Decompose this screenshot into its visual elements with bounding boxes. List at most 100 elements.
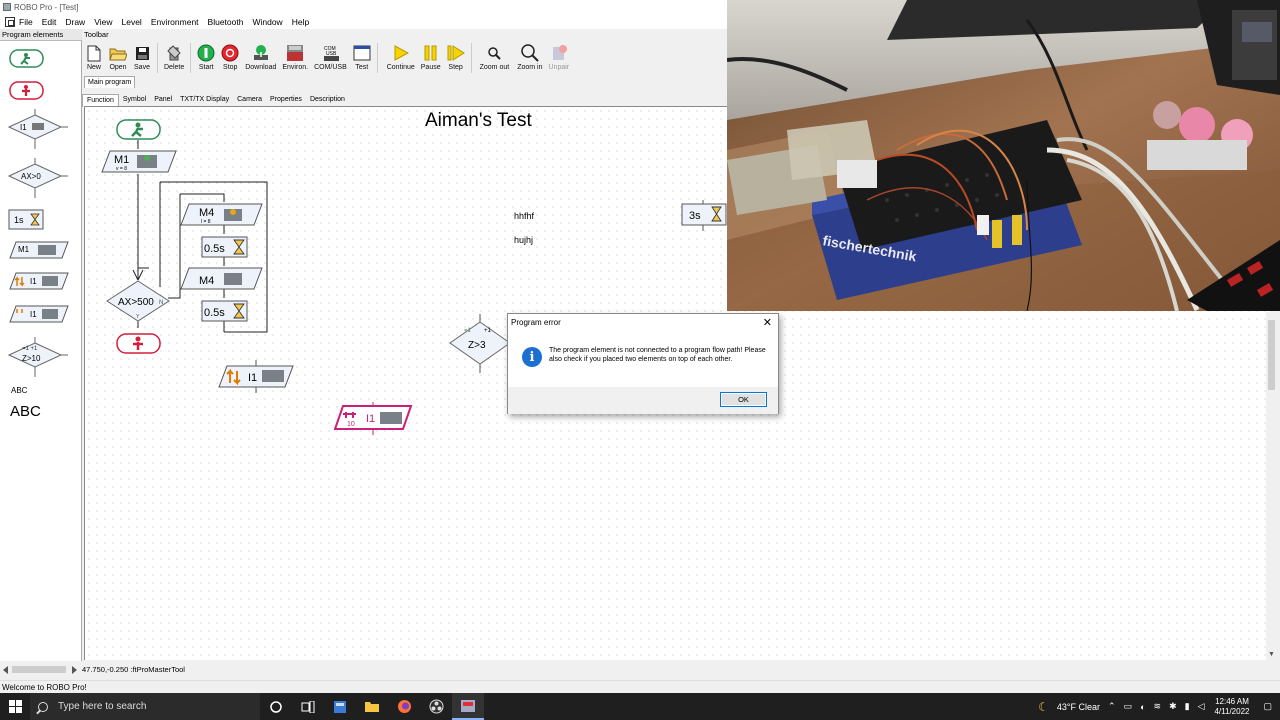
motor-output-icon[interactable]: M1 — [8, 239, 70, 261]
bluetooth-icon[interactable]: ✱ — [1169, 701, 1177, 711]
canvas-wait-for-input[interactable]: I1 — [218, 360, 296, 394]
tray-app-icon-2[interactable]: ◐ — [1140, 701, 1146, 712]
tab-symbol[interactable]: Symbol — [122, 96, 147, 103]
calculator-app-icon[interactable] — [324, 693, 356, 720]
obs-studio-icon[interactable] — [420, 693, 452, 720]
menu-edit[interactable]: Edit — [41, 16, 57, 27]
canvas-pulse-counter[interactable]: 10 I1 — [334, 402, 414, 436]
horizontal-scroll-thumb[interactable] — [12, 666, 66, 673]
menu-environment[interactable]: Environment — [150, 16, 199, 27]
pause-button[interactable]: Pause — [421, 41, 441, 71]
tab-main-program[interactable]: Main program — [84, 76, 136, 88]
firefox-icon[interactable] — [388, 693, 420, 720]
toolbar-separator — [157, 43, 158, 73]
tab-properties[interactable]: Properties — [270, 96, 302, 103]
menu-file[interactable]: File — [19, 16, 33, 27]
test-window-icon — [353, 45, 371, 61]
palette-text-small[interactable]: ABC — [11, 386, 28, 395]
download-button[interactable]: Download — [245, 41, 276, 71]
pulse-counter-icon[interactable]: I1 — [8, 303, 70, 325]
stop-element-icon[interactable] — [9, 80, 45, 102]
tab-camera[interactable]: Camera — [237, 96, 263, 103]
menu-view[interactable]: View — [94, 16, 113, 27]
canvas-wait-3s[interactable]: 3s — [681, 200, 727, 232]
unpair-button[interactable]: Unpair — [549, 41, 569, 71]
start-button[interactable] — [0, 693, 30, 720]
cortana-circle-icon[interactable] — [260, 693, 292, 720]
vertical-scrollbar[interactable]: ▼ — [1266, 312, 1278, 660]
horizontal-scrollbar[interactable] — [0, 663, 82, 677]
step-button[interactable]: Step — [447, 41, 465, 71]
tab-function[interactable]: Function — [82, 93, 119, 107]
tab-panel[interactable]: Panel — [154, 96, 173, 103]
start-button[interactable]: Start — [197, 41, 215, 71]
canvas-text-1[interactable]: hhfhf — [514, 211, 535, 221]
start-green-icon — [197, 44, 215, 62]
palette-header: Program elements — [0, 29, 82, 41]
menu-level[interactable]: Level — [121, 16, 142, 27]
canvas-text-2[interactable]: hujhj — [514, 235, 534, 245]
scroll-right-arrow-icon[interactable] — [72, 666, 78, 674]
menu-draw[interactable]: Draw — [65, 16, 86, 27]
open-button[interactable]: Open — [109, 41, 127, 71]
dialog-close-icon[interactable]: ✕ — [762, 317, 772, 329]
canvas-motor-m1[interactable]: M1 v = 8 — [101, 149, 177, 175]
scroll-down-arrow-icon[interactable]: ▼ — [1268, 651, 1275, 658]
file-explorer-icon[interactable] — [356, 693, 388, 720]
taskbar-clock[interactable]: 12:46 AM 4/11/2022 — [1214, 697, 1249, 717]
canvas-branch-ax500[interactable]: AX>500 N Y — [106, 280, 176, 324]
step-label: Step — [448, 64, 463, 71]
environment-button[interactable]: Environ. — [282, 41, 308, 71]
notifications-icon[interactable]: ▢ — [1263, 701, 1272, 711]
palette-text-large[interactable]: ABC — [10, 403, 41, 420]
save-button[interactable]: Save — [133, 41, 151, 71]
com-usb-label: COM/USB — [314, 64, 347, 71]
weather-moon-icon[interactable]: ☾ — [1038, 699, 1049, 714]
test-button[interactable]: Test — [353, 41, 371, 71]
tab-display[interactable]: TXT/TX Display — [180, 96, 230, 103]
canvas-motor-m4-b[interactable]: M4 — [180, 266, 264, 292]
menu-bluetooth[interactable]: Bluetooth — [207, 16, 244, 27]
canvas-counter-loop[interactable]: =1 +1 Z>3 — [447, 314, 513, 374]
canvas-title[interactable]: Aiman's Test — [425, 110, 532, 131]
battery-icon[interactable]: ▮ — [1184, 701, 1190, 711]
canvas-wait-2[interactable]: 0.5s — [201, 299, 249, 323]
tab-description[interactable]: Description — [309, 96, 345, 103]
start-element-icon[interactable] — [9, 48, 45, 70]
counter-loop-icon[interactable]: Z>10 =1 +1 — [8, 337, 68, 377]
canvas-wait-1[interactable]: 0.5s — [201, 235, 249, 259]
menu-help[interactable]: Help — [291, 16, 310, 27]
scroll-left-arrow-icon[interactable] — [3, 666, 9, 674]
counter-num-label: 10 — [347, 421, 355, 428]
zoom-out-button[interactable]: Zoom out — [480, 41, 509, 71]
system-tray: ☾ 43°F Clear ⌃ ▭ ◐ ≋ ✱ ▮ ◁ 12:46 AM 4/11… — [1034, 693, 1280, 720]
input-branch-icon[interactable]: I1 — [8, 109, 68, 149]
tray-chevron-icon[interactable]: ⌃ — [1108, 701, 1116, 711]
menu-window[interactable]: Window — [252, 16, 283, 27]
taskbar-search-box[interactable]: Type here to search — [30, 693, 260, 720]
delete-button[interactable]: Delete — [164, 41, 184, 71]
wait-for-input-icon[interactable]: I1 — [8, 270, 70, 292]
canvas-stop-element[interactable] — [116, 332, 162, 356]
dialog-message: The program element is not connected to … — [549, 347, 766, 363]
robo-pro-taskbar-icon[interactable] — [452, 693, 484, 720]
volume-icon[interactable]: ◁ — [1197, 701, 1205, 711]
status-text: Welcome to ROBO Pro! — [2, 683, 87, 692]
canvas-motor-m4-a[interactable]: M4 l = 8 — [180, 202, 264, 228]
new-button[interactable]: New — [85, 41, 103, 71]
wifi-icon[interactable]: ≋ — [1153, 701, 1162, 711]
stop-button[interactable]: Stop — [221, 41, 239, 71]
continue-button[interactable]: Continue — [387, 41, 415, 71]
canvas-start-element[interactable] — [116, 118, 162, 142]
system-menu-icon[interactable] — [5, 16, 15, 27]
weather-text[interactable]: 43°F Clear — [1056, 701, 1101, 712]
vertical-scroll-thumb[interactable] — [1268, 320, 1275, 390]
zoom-in-button[interactable]: Zoom in — [517, 41, 543, 71]
analog-branch-icon[interactable]: AX>0 — [8, 158, 68, 198]
ok-button[interactable]: OK — [720, 392, 767, 407]
task-view-icon[interactable] — [292, 693, 324, 720]
tray-app-icon-1[interactable]: ▭ — [1123, 701, 1133, 711]
wait-time-icon[interactable]: 1s — [8, 207, 48, 233]
